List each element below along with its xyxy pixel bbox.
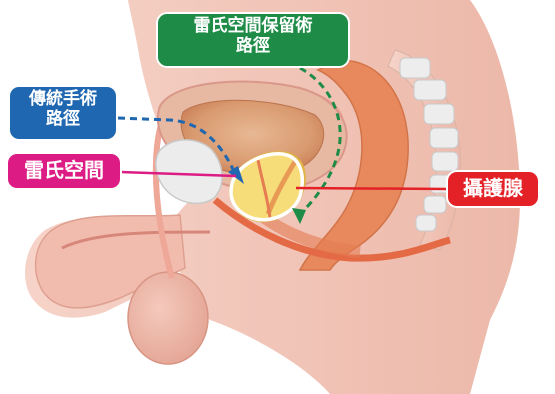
retzius-sparing-label-line1: 雷氏空間保留術 <box>158 17 348 37</box>
retzius-space-label-text: 雷氏空間 <box>8 159 120 182</box>
conventional-surgery-label: 傳統手術 路徑 <box>10 87 116 139</box>
testis <box>128 272 208 364</box>
conventional-label-line1: 傳統手術 <box>10 90 116 110</box>
prostate-label-text: 攝護腺 <box>448 177 538 200</box>
retzius-space-label: 雷氏空間 <box>8 154 120 188</box>
prostate-pointer <box>296 188 448 189</box>
pubic-bone <box>156 140 222 204</box>
retzius-sparing-label: 雷氏空間保留術 路徑 <box>158 14 348 66</box>
retzius-sparing-label-line2: 路徑 <box>158 37 348 57</box>
prostate-label: 攝護腺 <box>448 172 538 206</box>
conventional-label-line2: 路徑 <box>10 110 116 130</box>
